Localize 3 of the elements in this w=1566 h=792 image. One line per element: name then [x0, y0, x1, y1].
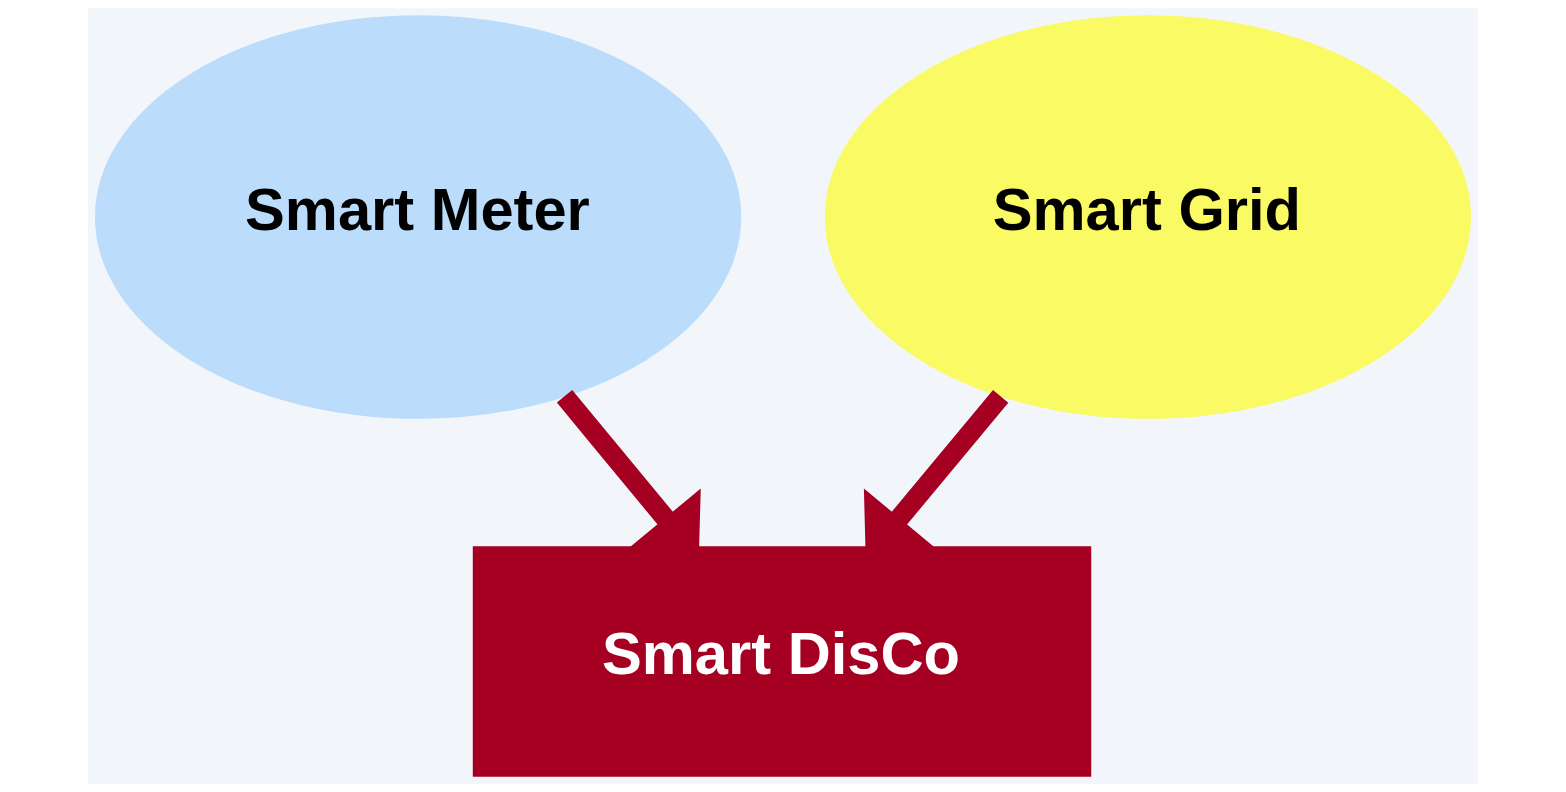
node-ellipse: Smart Meter [94, 15, 742, 419]
node-box: Smart DisCo [472, 546, 1092, 777]
node-ellipse: Smart Grid [824, 15, 1472, 419]
